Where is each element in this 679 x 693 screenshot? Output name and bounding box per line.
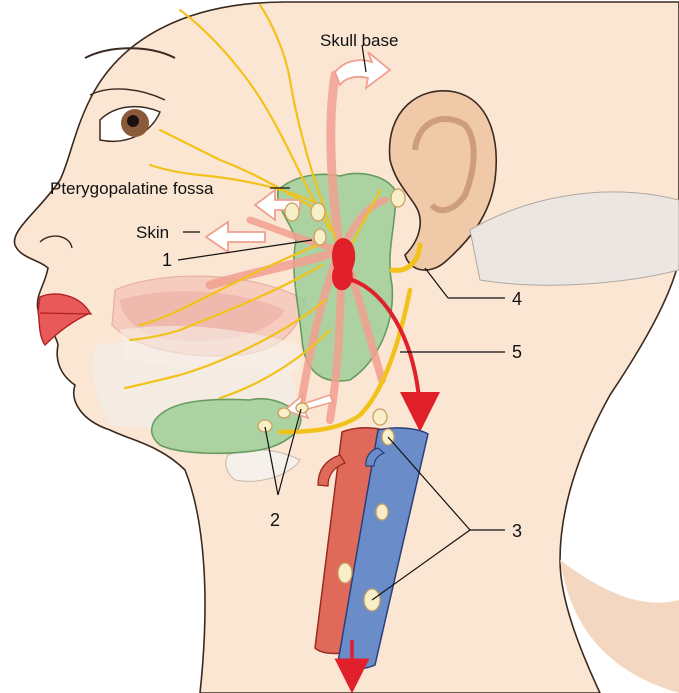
label-2: 2 bbox=[270, 510, 280, 530]
pupil bbox=[127, 115, 139, 127]
label-3: 3 bbox=[512, 521, 522, 541]
label-pterygopalatine-fossa: Pterygopalatine fossa bbox=[50, 179, 214, 198]
submandibular-gland bbox=[152, 399, 301, 454]
label-4: 4 bbox=[512, 289, 522, 309]
label-skin: Skin bbox=[136, 223, 169, 242]
label-skull-base: Skull base bbox=[320, 31, 398, 50]
label-5: 5 bbox=[512, 342, 522, 362]
label-1: 1 bbox=[162, 250, 172, 270]
